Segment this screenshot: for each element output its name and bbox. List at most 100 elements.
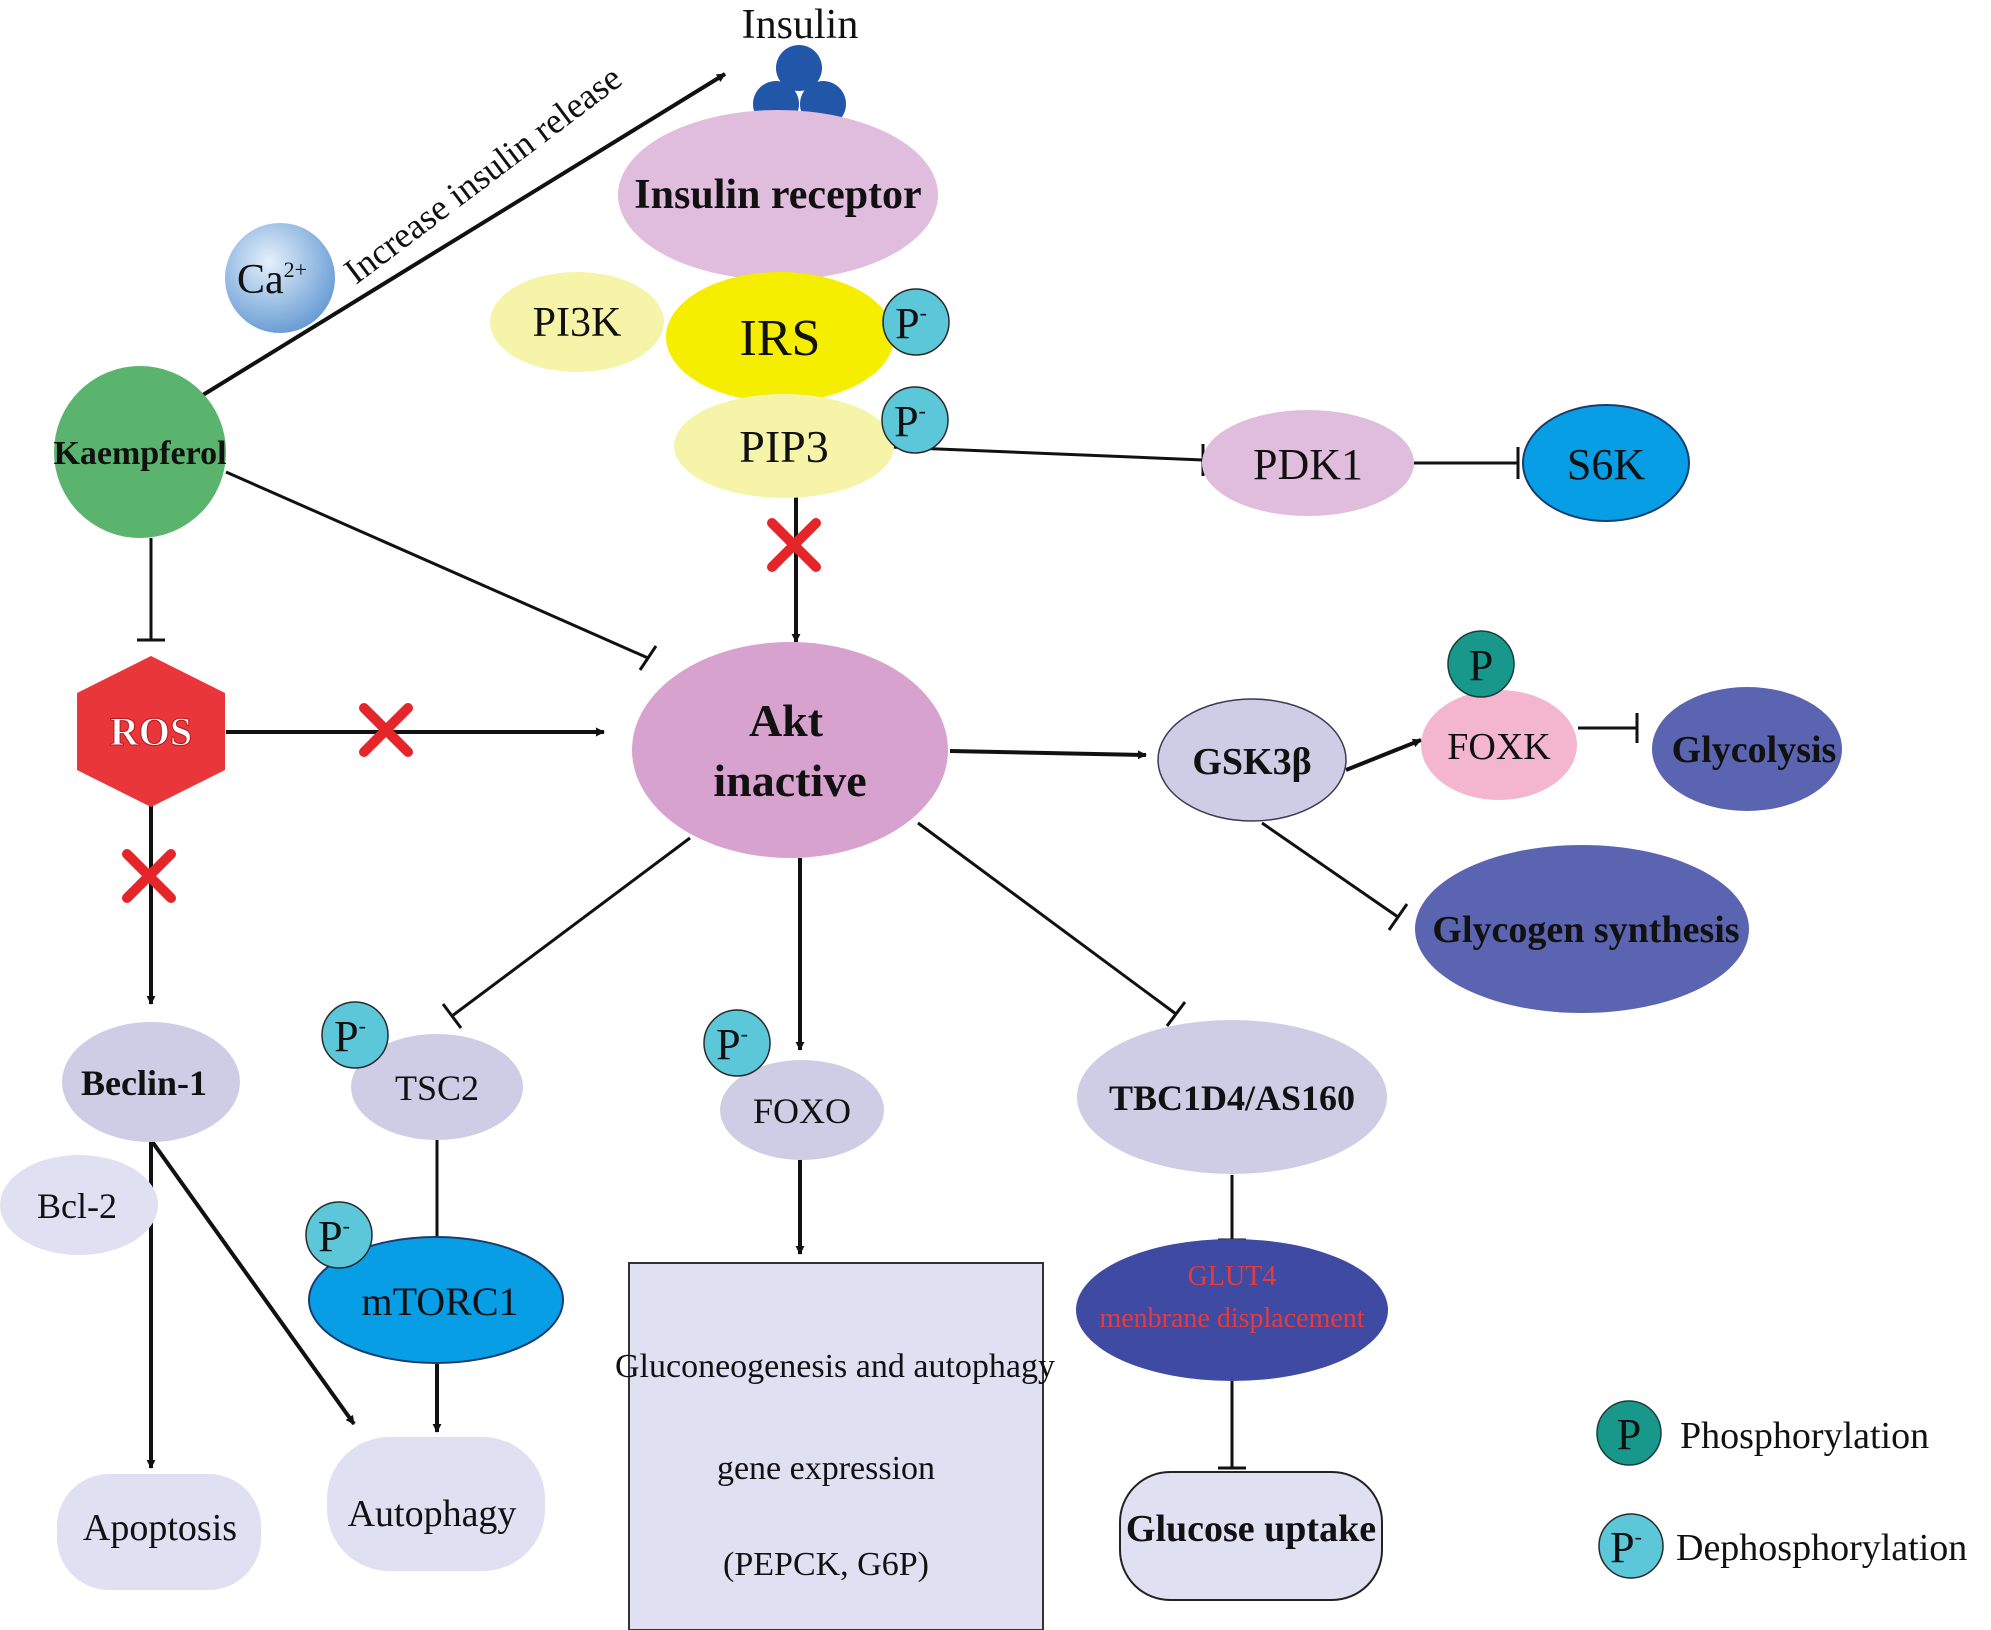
- ros-node: ROS: [77, 656, 225, 807]
- irs-label: IRS: [740, 310, 821, 367]
- kaempferol-node: Kaempferol: [53, 366, 227, 538]
- legend: P Phosphorylation P- Dephosphorylation: [1596, 1400, 1967, 1579]
- gene-expression-line2: gene expression: [717, 1450, 935, 1487]
- edge-gsk3b-to-foxk: [1345, 738, 1422, 772]
- glucose-uptake-shape: [1119, 1471, 1383, 1601]
- beclin1-label: Beclin-1: [81, 1063, 207, 1103]
- bcl2-node: Bcl-2: [0, 1155, 158, 1255]
- phospho-badge-foxk-label: P: [1469, 641, 1493, 690]
- dephospho-badge-mtorc1: P-: [305, 1201, 373, 1269]
- insulin-receptor-shape: [618, 110, 938, 280]
- dephospho-badge-tsc2-label: P-: [334, 1012, 366, 1061]
- dephospho-badge-foxo-sup: -: [741, 1021, 748, 1046]
- legend-phosphorylation-badge-label: P: [1617, 1410, 1641, 1459]
- dephospho-badge-irs-label: P-: [895, 299, 927, 348]
- dephospho-badge-irs-p: P: [895, 299, 919, 348]
- calcium-node: Ca2+: [225, 223, 335, 333]
- pi3k-node: PI3K: [490, 272, 664, 372]
- gsk3b-label: GSK3β: [1192, 741, 1311, 783]
- foxk-shape: [1421, 690, 1577, 800]
- edge-akt-to-gsk3b: [949, 749, 1147, 760]
- foxo-node: FOXO: [720, 1060, 884, 1160]
- pi3k-label: PI3K: [533, 300, 622, 346]
- dephospho-badge-foxo-circle: [703, 1009, 771, 1077]
- glycolysis-label: Glycolysis: [1672, 729, 1837, 771]
- glut4-shape: [1076, 1239, 1388, 1381]
- inhibition-cross-pip3-akt-stroke-b: [767, 518, 821, 572]
- legend-dephosphorylation-badge: [1598, 1513, 1664, 1579]
- dephospho-badge-pip3-p: P: [894, 397, 918, 446]
- foxo-shape: [720, 1060, 884, 1160]
- tsc2-label: TSC2: [395, 1068, 479, 1108]
- tsc2-shape: [351, 1034, 523, 1140]
- increase-insulin-release-label: Increase insulin release: [337, 57, 629, 291]
- dephospho-badge-tsc2-circle: [321, 1001, 389, 1069]
- edge-akt-inhibits-tbc1d4: [917, 821, 1177, 1016]
- insulin-receptor-label: Insulin receptor: [634, 172, 921, 218]
- glycogen-synthesis-label: Glycogen synthesis: [1432, 909, 1739, 951]
- pip3-node: PIP3: [674, 394, 894, 498]
- legend-phosphorylation-label: Phosphorylation: [1680, 1415, 1929, 1457]
- bcl2-label: Bcl-2: [37, 1186, 117, 1226]
- legend-dephosphorylation-badge-sup: -: [1635, 1524, 1642, 1549]
- kaempferol-shape: [54, 366, 226, 538]
- dephospho-badge-foxo-label: P-: [716, 1020, 748, 1069]
- edge-kaempferol-inhibits-akt-bar: [638, 645, 658, 671]
- akt-label-line1: Akt: [749, 695, 824, 746]
- mtorc1-node: mTORC1: [308, 1236, 564, 1364]
- tbc1d4-node: TBC1D4/AS160: [1077, 1020, 1387, 1174]
- glycolysis-node: Glycolysis: [1652, 687, 1842, 811]
- glycogen-synthesis-shape: [1415, 845, 1749, 1013]
- dephospho-badge-irs-circle: [882, 288, 950, 356]
- edge-akt-inhibits-tsc2: [451, 836, 691, 1018]
- edge-gsk3b-inhibits-glycogen-bar: [1387, 903, 1409, 931]
- tsc2-node: TSC2: [351, 1034, 523, 1140]
- foxk-label: FOXK: [1447, 726, 1551, 768]
- dephospho-badge-mtorc1-label: P-: [318, 1212, 350, 1261]
- phospho-badge-foxk: P: [1447, 630, 1515, 698]
- insulin-label: Insulin: [742, 2, 859, 48]
- beclin1-shape: [62, 1022, 240, 1142]
- dephospho-badge-mtorc1-sup: -: [343, 1213, 350, 1238]
- dephospho-badge-tsc2-sup: -: [359, 1013, 366, 1038]
- gsk3b-shape: [1157, 698, 1347, 822]
- pdk1-shape: [1202, 410, 1414, 516]
- inhibition-cross-ros-akt-stroke-b: [359, 703, 413, 757]
- dephospho-badge-irs: P-: [882, 288, 950, 356]
- foxk-node: FOXK: [1421, 690, 1577, 800]
- foxo-label: FOXO: [753, 1091, 851, 1131]
- pdk1-label: PDK1: [1253, 440, 1363, 489]
- dephospho-badge-pip3-circle: [881, 386, 949, 454]
- mtorc1-label: mTORC1: [361, 1279, 518, 1324]
- dephospho-badge-mtorc1-p: P: [318, 1212, 342, 1261]
- autophagy-label: Autophagy: [348, 1493, 517, 1535]
- tbc1d4-label: TBC1D4/AS160: [1109, 1078, 1355, 1118]
- edge-kaempferol-inhibits-akt: [225, 470, 649, 660]
- akt-shape: [632, 642, 948, 858]
- insulin-receptor-node: Insulin receptor: [618, 110, 938, 280]
- legend-dephosphorylation-badge-label: P-: [1610, 1523, 1642, 1572]
- beclin1-node: Beclin-1: [62, 1022, 240, 1142]
- edge-kaempferol-to-insulin: [196, 72, 727, 400]
- inhibition-cross-ros-akt: [359, 703, 413, 757]
- dephospho-badge-foxo-p: P: [716, 1020, 740, 1069]
- akt-node: Akt inactive: [632, 642, 948, 858]
- glut4-node: GLUT4 menbrane displacement: [1076, 1239, 1388, 1381]
- calcium-symbol: Ca: [237, 257, 284, 303]
- glut4-label-line1: GLUT4: [1188, 1261, 1277, 1292]
- insulin-node: Insulin: [742, 2, 859, 127]
- apoptosis-label: Apoptosis: [83, 1507, 237, 1549]
- dephospho-badge-tsc2-p: P: [334, 1012, 358, 1061]
- dephospho-badge-foxo: P-: [703, 1009, 771, 1077]
- calcium-label: Ca2+: [237, 257, 307, 303]
- inhibition-cross-ros-beclin-stroke-b: [122, 849, 176, 903]
- dephospho-badge-mtorc1-circle: [305, 1201, 373, 1269]
- mtorc1-shape: [308, 1236, 564, 1364]
- dephospho-badge-pip3-label: P-: [894, 397, 926, 446]
- legend-phosphorylation-badge: [1596, 1400, 1662, 1466]
- legend-dephosphorylation-badge-p: P: [1610, 1523, 1634, 1572]
- edge-akt-inhibits-tsc2-bar: [441, 1003, 463, 1029]
- dephospho-badge-pip3-sup: -: [919, 398, 926, 423]
- pip3-label: PIP3: [739, 421, 828, 472]
